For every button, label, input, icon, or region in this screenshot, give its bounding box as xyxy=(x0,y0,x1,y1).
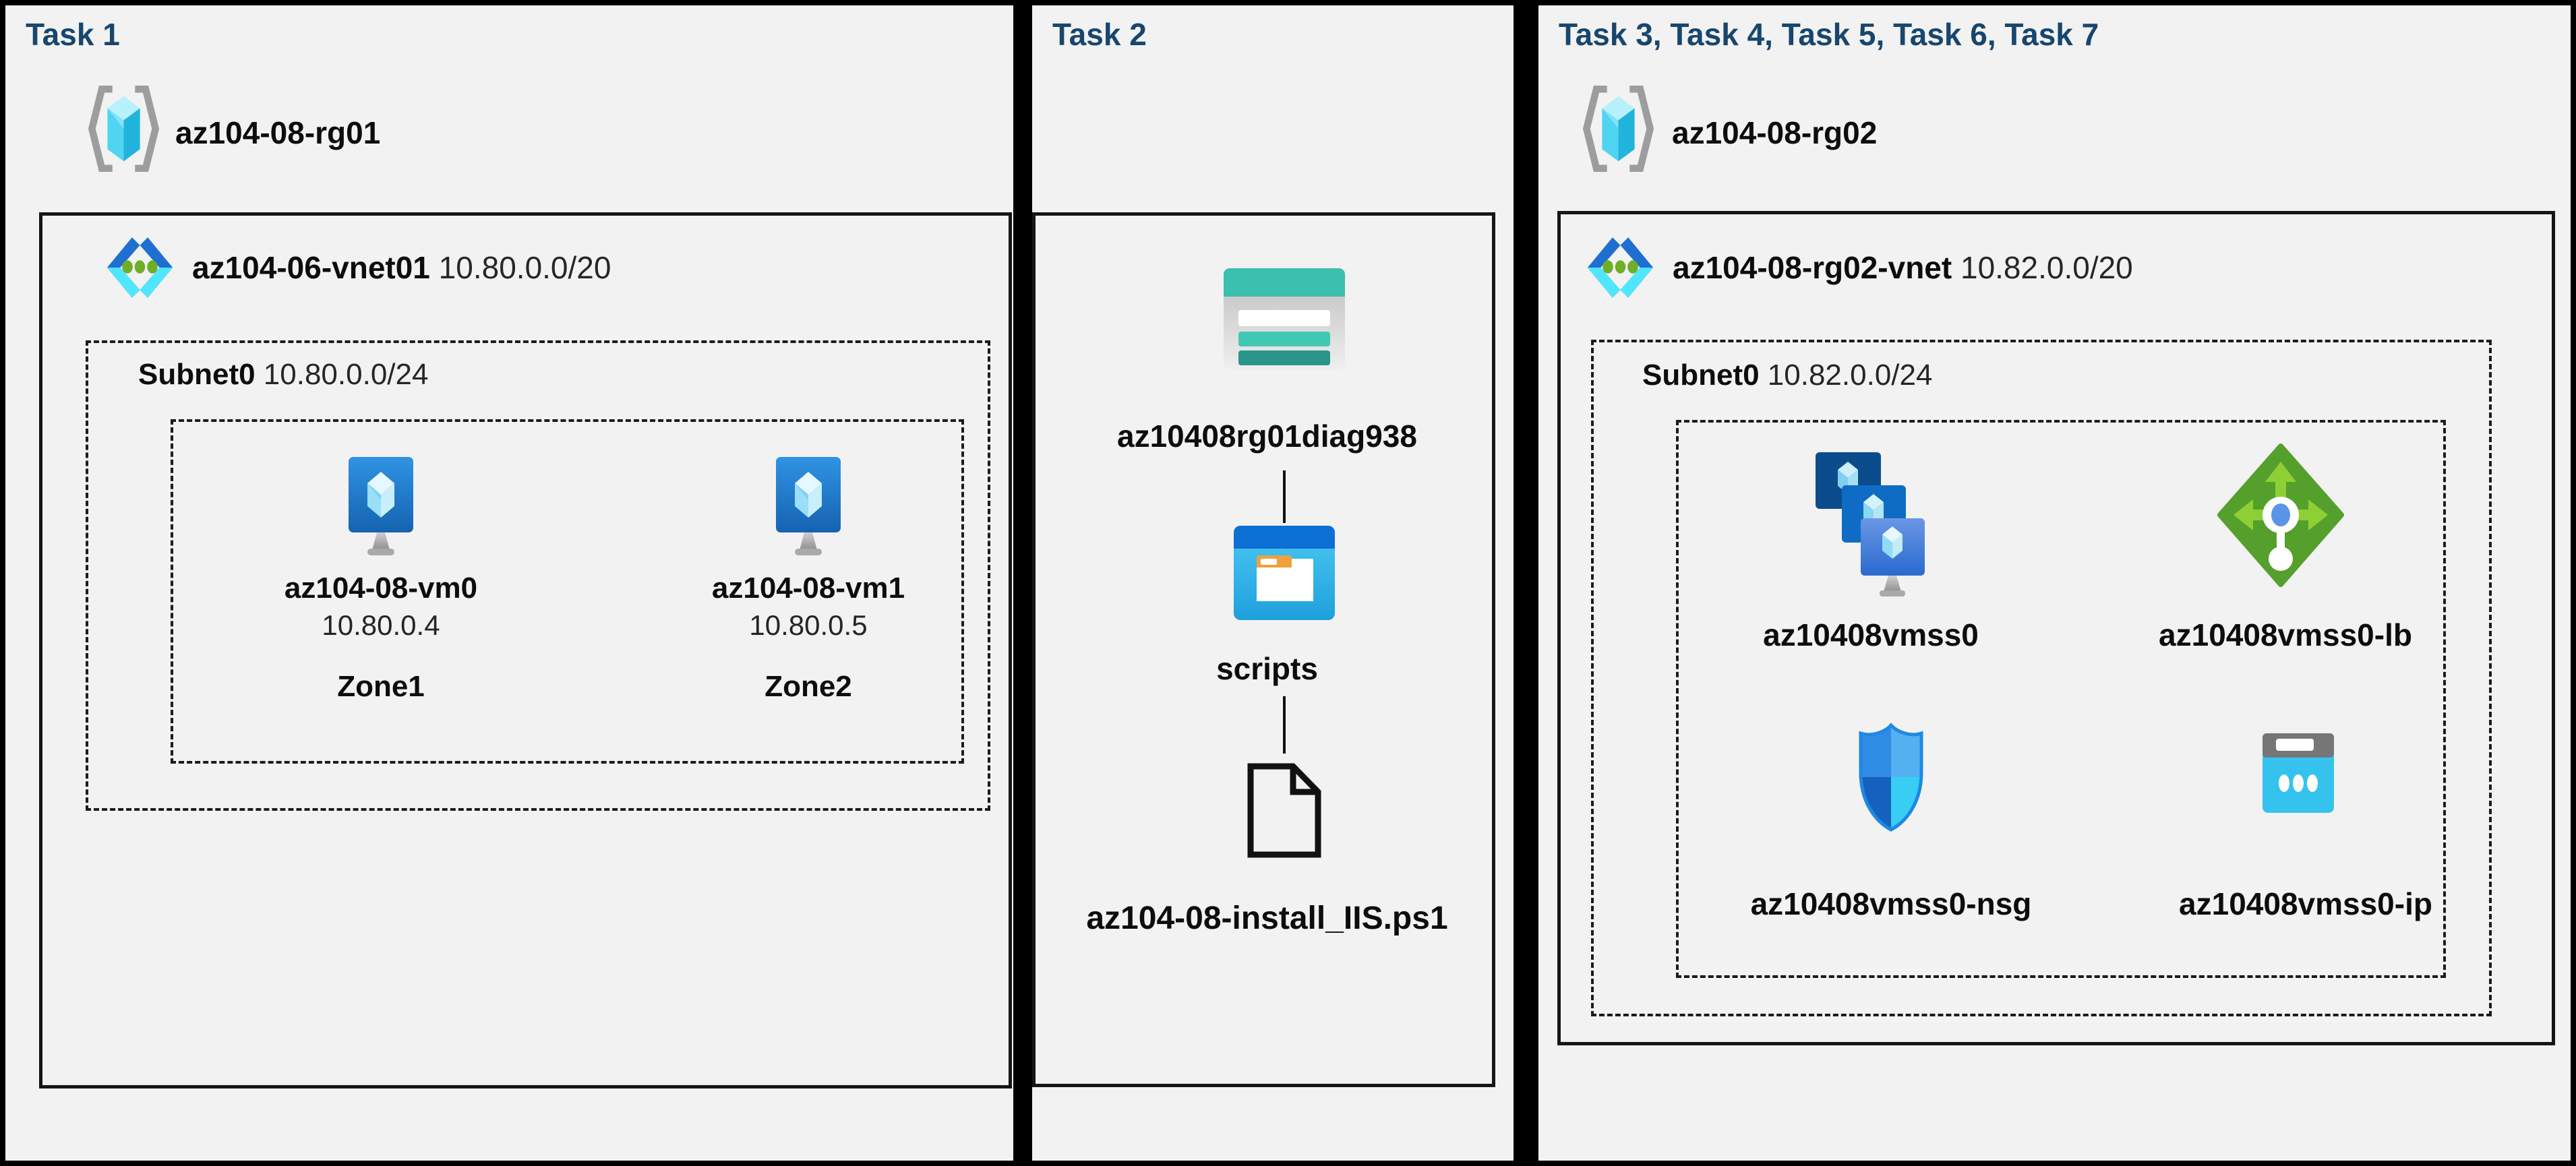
vm1-zone: Zone2 xyxy=(765,670,852,703)
task3-subnet-name: Subnet0 xyxy=(1642,359,1768,392)
task2-title: Task 2 xyxy=(1052,17,1147,52)
task3-vnet-cidr: 10.82.0.0/20 xyxy=(1960,250,2133,285)
storage-account-label: az10408rg01diag938 xyxy=(1117,419,1417,454)
connector-line xyxy=(1283,470,1286,523)
task2-storage-box: az10408rg01diag938 scripts az104-08-inst… xyxy=(1032,212,1495,1087)
nsg-label: az10408vmss0-nsg xyxy=(1750,886,2032,921)
task3-subnet-label: Subnet0 10.82.0.0/24 xyxy=(1642,359,1932,392)
vmss-label: az10408vmss0 xyxy=(1763,617,1979,652)
resource-group-icon xyxy=(88,86,159,172)
task1-vnet-cidr: 10.80.0.0/20 xyxy=(438,250,611,285)
task1-subnet-name: Subnet0 xyxy=(138,358,264,391)
task3-vnet-name: az104-08-rg02-vnet xyxy=(1673,250,1960,285)
public-ip-icon xyxy=(2263,733,2334,813)
task3-subnet-box: Subnet0 10.82.0.0/24 xyxy=(1591,340,2492,1016)
virtual-network-icon xyxy=(107,237,173,298)
public-ip-label: az10408vmss0-ip xyxy=(2179,886,2432,921)
task3-panel: Task 3, Task 4, Task 5, Task 6, Task 7 a… xyxy=(1538,5,2571,1161)
vm0-ip: 10.80.0.4 xyxy=(322,609,440,641)
task2-panel: Task 2 az10408rg01diag938 scripts az104-… xyxy=(1032,5,1514,1161)
vm-scale-set-icon xyxy=(1816,452,1925,596)
vm1-name: az104-08-vm1 xyxy=(711,572,905,605)
task3-resources-box: az10408vmss0 az10408vmss0-lb xyxy=(1676,420,2446,978)
task1-panel: Task 1 az104-08-rg01 az104-06-vnet01 10.… xyxy=(5,5,1013,1161)
task1-subnet-label: Subnet0 10.80.0.0/24 xyxy=(138,358,428,392)
load-balancer-label: az10408vmss0-lb xyxy=(2159,617,2412,652)
task3-title: Task 3, Task 4, Task 5, Task 6, Task 7 xyxy=(1559,17,2099,52)
vm0-name: az104-08-vm0 xyxy=(284,572,478,605)
vm1-block: az104-08-vm1 10.80.0.5 Zone2 xyxy=(700,456,916,704)
script-file-label: az104-08-install_IIS.ps1 xyxy=(1086,900,1448,936)
blob-container-icon xyxy=(1234,526,1335,620)
vm1-ip: 10.80.0.5 xyxy=(749,609,868,641)
virtual-network-icon xyxy=(1587,237,1654,298)
task1-vnet-label: az104-06-vnet01 10.80.0.0/20 xyxy=(192,249,611,286)
container-label: scripts xyxy=(1216,651,1318,686)
task1-subnet-cidr: 10.80.0.0/24 xyxy=(263,358,429,391)
virtual-machine-icon xyxy=(776,457,841,555)
nsg-shield-icon xyxy=(1859,723,1923,832)
virtual-machine-icon xyxy=(349,457,413,555)
task3-resource-group-label: az104-08-rg02 xyxy=(1672,115,1878,150)
vm0-zone: Zone1 xyxy=(337,670,425,703)
task3-vnet-label: az104-08-rg02-vnet 10.82.0.0/20 xyxy=(1673,249,2133,286)
task1-title: Task 1 xyxy=(26,17,120,52)
task3-subnet-cidr: 10.82.0.0/24 xyxy=(1767,359,1933,392)
task1-placement-group-box: az104-08-vm0 10.80.0.4 Zone1 az104-08- xyxy=(171,419,964,764)
task1-vnet-box: az104-06-vnet01 10.80.0.0/20 Subnet0 10.… xyxy=(39,212,1012,1088)
script-file-icon xyxy=(1247,763,1321,858)
load-balancer-icon xyxy=(2217,443,2344,587)
vm0-block: az104-08-vm0 10.80.0.4 Zone1 xyxy=(273,456,489,704)
task1-vnet-name: az104-06-vnet01 xyxy=(192,250,439,285)
resource-group-icon xyxy=(1583,86,1654,172)
task1-subnet-box: Subnet0 10.80.0.0/24 az104-08-vm0 xyxy=(86,340,990,811)
task1-resource-group-label: az104-08-rg01 xyxy=(175,115,381,150)
task3-vnet-box: az104-08-rg02-vnet 10.82.0.0/20 Subnet0 … xyxy=(1557,211,2555,1045)
storage-account-icon xyxy=(1224,268,1345,369)
connector-line xyxy=(1283,696,1286,754)
